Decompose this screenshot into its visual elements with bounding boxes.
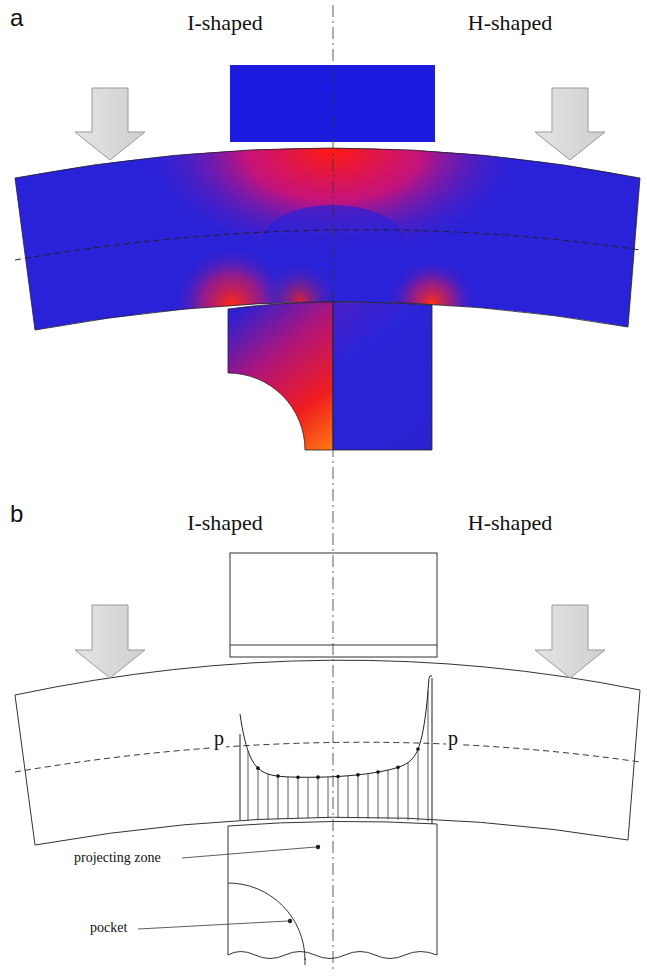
h-shaped-support: [333, 302, 432, 450]
loading-block: [230, 553, 437, 657]
pressure-hatch: [278, 776, 279, 819]
variant-label: H-shaped: [466, 10, 554, 35]
neutral-axis: [15, 742, 640, 772]
pressure-dot: [276, 774, 280, 778]
pressure-hatch: [348, 776, 349, 818]
variant-label: H-shaped: [466, 510, 554, 535]
leader-dot: [316, 845, 320, 849]
panel-letter: a: [8, 4, 25, 32]
pressure-hatch: [258, 768, 259, 820]
neutral-axis: [15, 230, 640, 260]
pressure-dot: [296, 775, 300, 779]
pressure-dot: [316, 775, 320, 779]
pressure-hatch: [318, 777, 319, 818]
pressure-hatch: [428, 691, 429, 821]
variant-label: I-shaped: [185, 510, 265, 535]
pressure-hatch: [248, 751, 249, 821]
pressure-symbol: p: [212, 727, 226, 750]
pressure-dot: [336, 775, 340, 779]
pressure-hatch: [358, 775, 359, 818]
panel-letter: b: [8, 500, 25, 528]
pressure-hatch: [368, 774, 369, 819]
pressure-dot: [416, 747, 420, 751]
pressure-hatch: [418, 749, 419, 821]
pressure-hatch: [398, 767, 399, 819]
pressure-symbol: p: [446, 727, 460, 750]
load-arrow: [535, 88, 605, 160]
pressure-dot: [396, 766, 400, 770]
pressure-distribution: [240, 676, 432, 824]
pressure-hatch: [298, 777, 299, 818]
pressure-hatch: [388, 770, 389, 819]
pressure-hatch: [308, 777, 309, 818]
loading-block: [230, 65, 435, 142]
part-label: projecting zone: [72, 850, 163, 866]
pressure-spike: [240, 734, 241, 820]
part-label: pocket: [88, 920, 129, 936]
load-arrow: [75, 88, 145, 160]
pocket-outline: [228, 883, 305, 960]
pressure-hatch: [268, 774, 269, 820]
pressure-curve: [240, 676, 432, 777]
support-section: [228, 821, 437, 958]
load-arrow: [535, 605, 605, 678]
pressure-dot: [376, 770, 380, 774]
i-shaped-support: [228, 302, 333, 450]
pressure-hatch: [408, 763, 409, 821]
leader-line: [182, 847, 316, 858]
pressure-hatch: [328, 777, 329, 818]
pressure-hatch: [288, 777, 289, 819]
pressure-hatch: [378, 772, 379, 819]
block-strip: [230, 645, 437, 646]
pressure-hatch: [338, 776, 339, 818]
pressure-dot: [256, 766, 260, 770]
pressure-spike: [432, 678, 433, 824]
pressure-dot: [356, 773, 360, 777]
load-arrow: [75, 605, 145, 678]
pocket-outline: [305, 958, 306, 965]
leader-dot: [288, 919, 292, 923]
leader-line: [138, 921, 288, 929]
beam-outline: [15, 660, 640, 845]
symmetry-line: [333, 5, 334, 972]
variant-label: I-shaped: [185, 10, 265, 35]
